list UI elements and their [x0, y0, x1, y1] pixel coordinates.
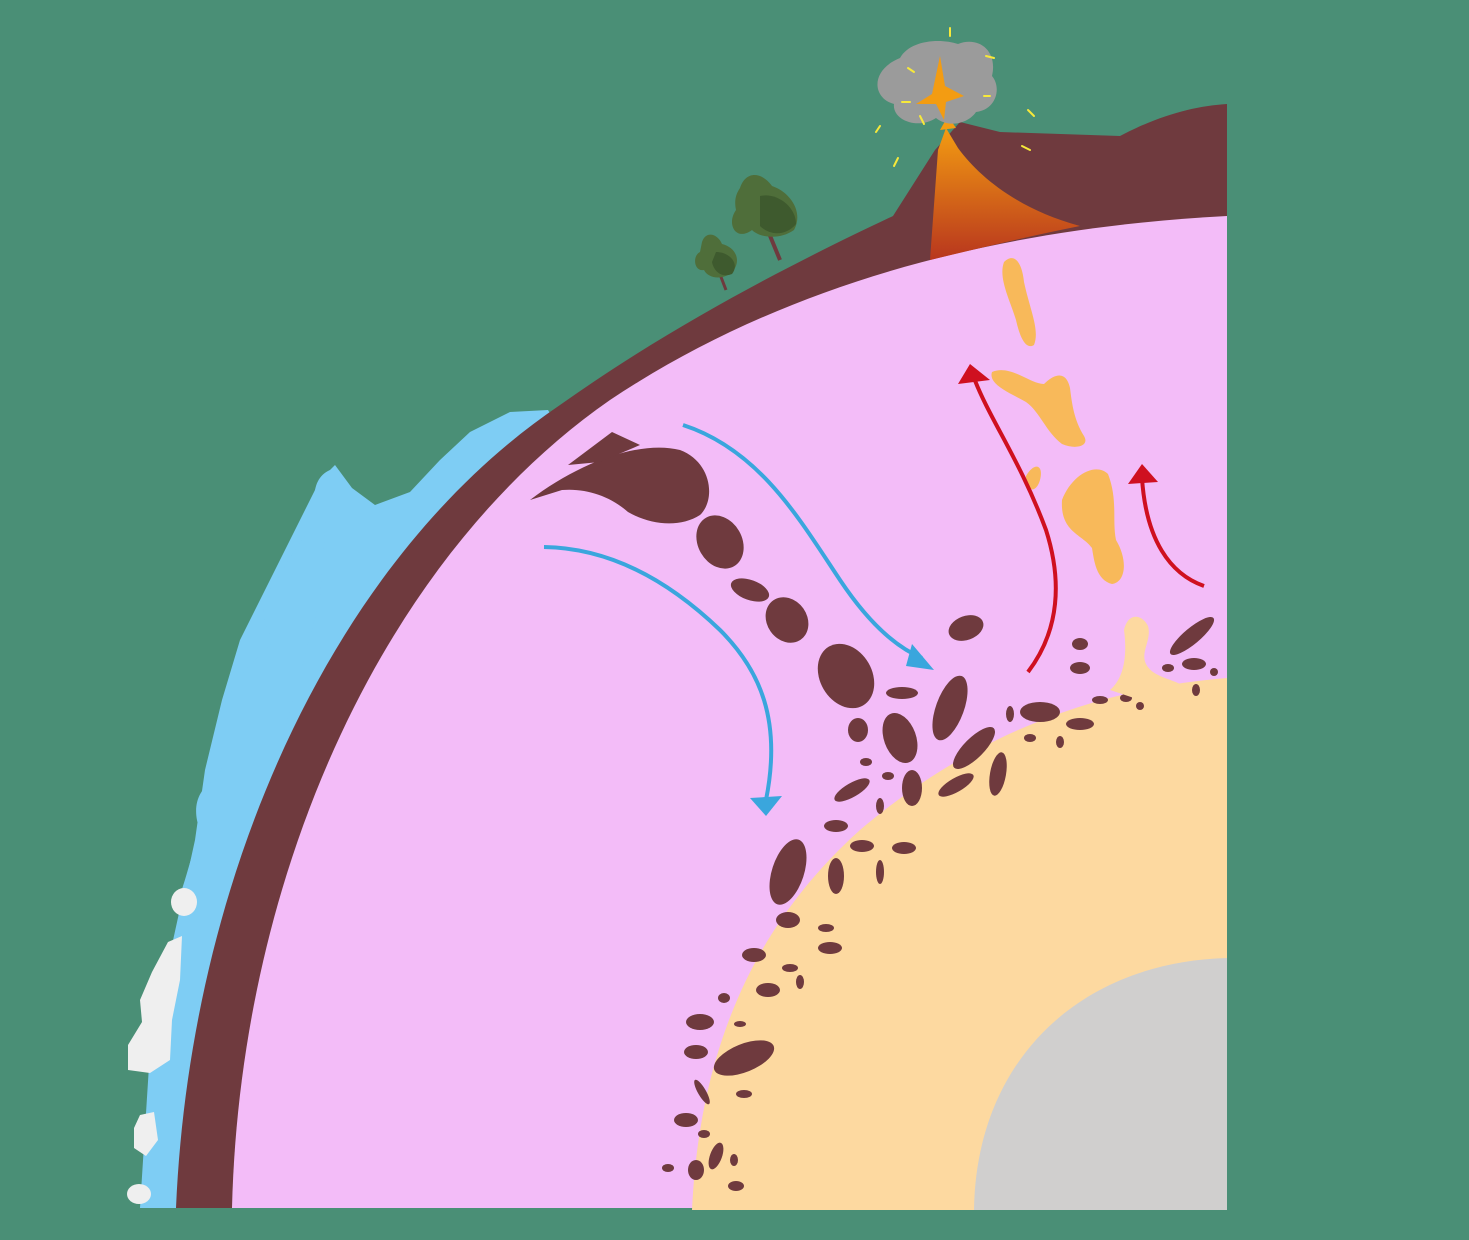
- slab-fragment: [662, 1164, 674, 1172]
- slab-fragment: [848, 718, 868, 742]
- downwelling-arrow: [682, 423, 923, 660]
- ice-floe: [171, 888, 197, 916]
- slab-fragment: [1210, 668, 1218, 676]
- mantle-plume: [991, 258, 1124, 584]
- slab-fragment: [876, 860, 884, 884]
- ice-floes: [127, 888, 197, 1204]
- slab-fragment: [932, 675, 968, 741]
- ice-floe: [127, 1184, 151, 1204]
- upwelling-arrow: [972, 377, 1058, 674]
- slab-fragment: [818, 924, 834, 932]
- slab-fragment: [686, 1014, 714, 1030]
- slab-fragment: [730, 578, 770, 602]
- arrow-up-icon: [1128, 464, 1158, 484]
- slab-fragment: [1092, 696, 1108, 704]
- volcano-icon: [930, 128, 1080, 260]
- slab-fragment: [850, 840, 874, 852]
- spark: [893, 157, 899, 167]
- slab-fragment: [1169, 616, 1215, 656]
- slab-fragment: [886, 687, 918, 699]
- slab-fragment: [765, 597, 809, 643]
- slab-fragment: [860, 758, 872, 766]
- slab-fragment: [698, 1130, 710, 1138]
- slab-fragment: [1136, 702, 1144, 710]
- slab-fragment: [1072, 638, 1088, 650]
- slab-fragment: [708, 1142, 724, 1170]
- slab-fragment: [1070, 662, 1090, 674]
- eruption-burst-icon: [916, 56, 964, 120]
- slab-fragment: [756, 983, 780, 997]
- tree-icon: [695, 234, 737, 291]
- slab-fragment: [882, 712, 918, 764]
- plume-blob: [1026, 466, 1041, 490]
- ice-floe: [134, 1112, 158, 1156]
- spark: [1027, 109, 1035, 117]
- slab-fragment: [1020, 702, 1060, 722]
- slab-fragment: [694, 1079, 710, 1105]
- slab-fragment: [734, 1021, 746, 1027]
- slab-fragment: [948, 615, 984, 641]
- slab-fragment: [828, 858, 844, 894]
- slab-fragment: [818, 942, 842, 954]
- tree-icon: [731, 175, 798, 261]
- plume-blob: [1002, 258, 1036, 347]
- tree-canopy-shade: [712, 252, 735, 276]
- spark: [919, 115, 925, 125]
- arrow-down-icon: [906, 644, 934, 670]
- subducting-slab: [530, 447, 710, 524]
- subduction-wedge: [568, 432, 640, 465]
- slab-fragment: [728, 1181, 744, 1191]
- slab-fragment: [742, 948, 766, 962]
- slab-fragment: [713, 1040, 775, 1076]
- plume-blob: [1061, 469, 1124, 584]
- plume-blob: [991, 370, 1086, 447]
- slab-fragment: [776, 912, 800, 928]
- slab-fragment: [674, 1113, 698, 1127]
- slab-fragment: [1056, 736, 1064, 748]
- slab-fragment: [684, 1045, 708, 1059]
- slab-fragment: [989, 752, 1007, 796]
- inner-core-layer: [974, 958, 1227, 1210]
- ice-floe: [128, 936, 182, 1073]
- slab-fragment: [817, 643, 875, 709]
- tree-canopy-shade: [760, 195, 796, 234]
- arrow-down-icon: [750, 796, 782, 816]
- slab-fragments: [662, 515, 1218, 1191]
- slab-fragment: [782, 964, 798, 972]
- slab-fragment: [834, 778, 870, 802]
- spark: [907, 67, 915, 73]
- downwelling-arrow: [543, 545, 774, 801]
- slab-fragment: [882, 772, 894, 780]
- slab-fragment: [1182, 658, 1206, 670]
- slab-fragment: [769, 839, 807, 905]
- upwelling-arrow: [1140, 477, 1205, 588]
- slab-fragment: [1192, 684, 1200, 696]
- spark: [875, 125, 881, 133]
- slab-fragment: [902, 770, 922, 806]
- slab-fragment: [696, 515, 744, 569]
- slab-fragment: [1162, 664, 1174, 672]
- slab-fragment: [876, 798, 884, 814]
- ocean-wave-bumps: [178, 470, 330, 930]
- arrow-up-icon: [958, 364, 990, 384]
- slab-fragment: [1024, 734, 1036, 742]
- slab-fragment: [952, 726, 996, 770]
- slab-fragment: [730, 1154, 738, 1166]
- plume-root: [1110, 616, 1180, 700]
- slab-fragment: [1006, 706, 1014, 722]
- slab-fragment: [718, 993, 730, 1003]
- spark: [1021, 145, 1031, 151]
- slab-fragment: [796, 975, 804, 989]
- slab-fragment: [824, 820, 848, 832]
- slab-fragment: [1066, 718, 1094, 730]
- slab-fragment: [892, 842, 916, 854]
- eruption-sparks: [875, 27, 1035, 167]
- spark: [985, 55, 995, 59]
- slab-fragment: [688, 1160, 704, 1180]
- slab-fragment: [938, 773, 974, 797]
- slab-fragment: [736, 1090, 752, 1098]
